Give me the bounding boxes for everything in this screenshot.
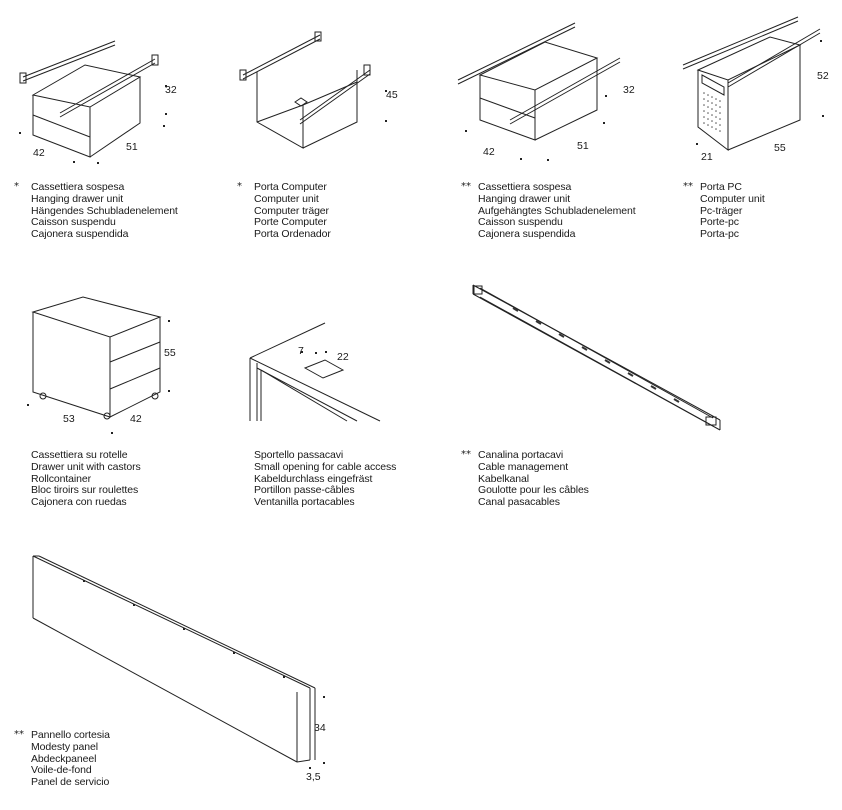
caption-es: Ventanilla portacables bbox=[254, 496, 355, 509]
pc-holder-drawing bbox=[680, 15, 830, 160]
hanging-drawer-2-drawing bbox=[455, 20, 625, 165]
drawer-castors-width: 53 bbox=[63, 413, 75, 425]
caption-en: Computer unit bbox=[254, 192, 319, 205]
hanging-drawer-2-width: 51 bbox=[577, 140, 589, 152]
caption-it: Porta Computer bbox=[254, 181, 327, 193]
hanging-drawer-1-marker: * bbox=[14, 181, 19, 192]
drawer-castors-height: 55 bbox=[164, 347, 176, 359]
hanging-drawer-1-caption: Cassettiera sospesa Hanging drawer unit … bbox=[31, 181, 178, 241]
cable-opening-drawing bbox=[245, 318, 385, 423]
cable-opening-width: 22 bbox=[337, 351, 349, 363]
caption-de: Kabelkanal bbox=[478, 472, 529, 485]
computer-holder-drawing bbox=[235, 30, 395, 155]
caption-en: Computer unit bbox=[700, 192, 765, 205]
cable-opening-depth: 7 bbox=[298, 345, 304, 357]
hanging-drawer-2-caption: Cassettiera sospesa Hanging drawer unit … bbox=[478, 181, 636, 241]
caption-it: Porta PC bbox=[700, 181, 742, 193]
hanging-drawer-1-drawing bbox=[15, 35, 175, 170]
pc-holder-width: 55 bbox=[774, 142, 786, 154]
caption-de: Rollcontainer bbox=[31, 472, 91, 485]
hanging-drawer-2-depth: 42 bbox=[483, 146, 495, 158]
modesty-panel-height: 34 bbox=[314, 722, 326, 734]
caption-es: Cajonera suspendida bbox=[478, 228, 576, 241]
caption-es: Porta Ordenador bbox=[254, 228, 331, 241]
drawer-castors-drawing bbox=[25, 292, 175, 442]
caption-en: Hanging drawer unit bbox=[478, 192, 571, 205]
hanging-drawer-2-marker: ** bbox=[461, 181, 471, 192]
caption-de: Abdeckpaneel bbox=[31, 752, 97, 765]
caption-en: Cable management bbox=[478, 460, 569, 473]
caption-en: Drawer unit with castors bbox=[31, 460, 141, 473]
caption-en: Hanging drawer unit bbox=[31, 192, 124, 205]
caption-de: Pc-träger bbox=[700, 204, 743, 217]
hanging-drawer-1-depth: 42 bbox=[33, 147, 45, 159]
pc-holder-height: 52 bbox=[817, 70, 829, 82]
modesty-panel-marker: ** bbox=[14, 729, 24, 740]
computer-holder-marker: * bbox=[237, 181, 242, 192]
caption-fr: Goulotte pour les câbles bbox=[478, 484, 589, 497]
pc-holder-caption: Porta PC Computer unit Pc-träger Porte-p… bbox=[700, 181, 765, 241]
modesty-panel-caption: Pannello cortesia Modesty panel Abdeckpa… bbox=[31, 729, 110, 789]
caption-de: Aufgehängtes Schubladenelement bbox=[478, 204, 636, 217]
caption-fr: Portillon passe-câbles bbox=[254, 484, 355, 497]
caption-fr: Bloc tiroirs sur roulettes bbox=[31, 484, 139, 497]
hanging-drawer-1-height: 32 bbox=[165, 84, 177, 96]
caption-fr: Porte Computer bbox=[254, 216, 327, 229]
cable-opening-caption: Sportello passacavi Small opening for ca… bbox=[254, 449, 397, 509]
cable-tray-caption: Canalina portacavi Cable management Kabe… bbox=[478, 449, 589, 509]
drawer-castors-caption: Cassettiera su rotelle Drawer unit with … bbox=[31, 449, 141, 509]
caption-en: Small opening for cable access bbox=[254, 460, 397, 473]
modesty-panel-drawing bbox=[25, 552, 335, 772]
caption-it: Cassettiera sospesa bbox=[478, 181, 572, 193]
caption-en: Modesty panel bbox=[31, 740, 98, 753]
caption-it: Cassettiera su rotelle bbox=[31, 449, 128, 461]
caption-de: Hängendes Schubladenelement bbox=[31, 204, 178, 217]
caption-it: Sportello passacavi bbox=[254, 449, 344, 461]
caption-de: Computer träger bbox=[254, 204, 329, 217]
caption-es: Canal pasacables bbox=[478, 496, 560, 509]
pc-holder-depth: 21 bbox=[701, 151, 713, 163]
cable-tray-drawing bbox=[468, 280, 728, 440]
caption-fr: Porte-pc bbox=[700, 216, 739, 229]
pc-holder-marker: ** bbox=[683, 181, 693, 192]
computer-holder-caption: Porta Computer Computer unit Computer tr… bbox=[254, 181, 331, 241]
hanging-drawer-1-width: 51 bbox=[126, 141, 138, 153]
caption-it: Cassettiera sospesa bbox=[31, 181, 125, 193]
drawer-castors-depth: 42 bbox=[130, 413, 142, 425]
caption-it: Canalina portacavi bbox=[478, 449, 564, 461]
caption-fr: Voile-de-fond bbox=[31, 764, 92, 777]
caption-it: Pannello cortesia bbox=[31, 729, 110, 741]
caption-es: Panel de servicio bbox=[31, 776, 110, 789]
hanging-drawer-2-height: 32 bbox=[623, 84, 635, 96]
cable-tray-marker: ** bbox=[461, 449, 471, 460]
caption-es: Cajonera suspendida bbox=[31, 228, 129, 241]
caption-fr: Caisson suspendu bbox=[31, 216, 116, 229]
caption-de: Kabeldurchlass eingefräst bbox=[254, 472, 373, 485]
modesty-panel-thickness: 3,5 bbox=[306, 771, 321, 783]
caption-es: Cajonera con ruedas bbox=[31, 496, 127, 509]
caption-es: Porta-pc bbox=[700, 228, 739, 241]
computer-holder-height: 45 bbox=[386, 89, 398, 101]
caption-fr: Caisson suspendu bbox=[478, 216, 563, 229]
